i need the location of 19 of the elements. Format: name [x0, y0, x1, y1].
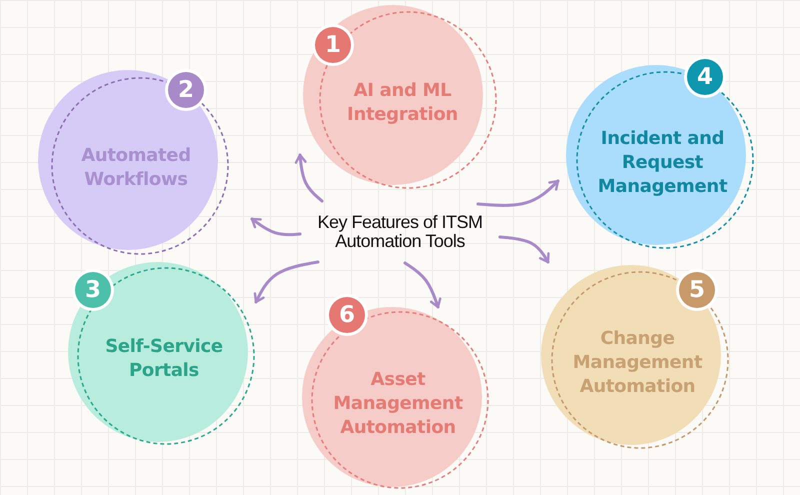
feature-title: Self-Service Portals	[104, 335, 224, 383]
feature-circle	[540, 264, 729, 449]
feature-title: Change Management Automation	[572, 326, 704, 398]
feature-title: AI and ML Integration	[346, 78, 459, 126]
feature-title: Asset Management Automation	[332, 368, 464, 440]
feature-circle	[67, 261, 255, 445]
curved-arrow	[250, 218, 302, 236]
curved-arrow	[404, 262, 442, 308]
curved-arrow	[476, 180, 560, 207]
center-title: Key Features of ITSM Automation Tools	[316, 213, 484, 251]
feature-title: Automated Workflows	[80, 144, 192, 192]
curved-arrow	[254, 260, 320, 304]
feature-circle	[37, 69, 229, 255]
curved-arrow	[294, 154, 324, 202]
feature-circle	[302, 4, 497, 189]
feature-circle	[301, 295, 489, 489]
feature-title: Incident and Request Management	[596, 126, 728, 198]
feature-circle	[565, 57, 754, 249]
curved-arrow	[498, 236, 550, 264]
